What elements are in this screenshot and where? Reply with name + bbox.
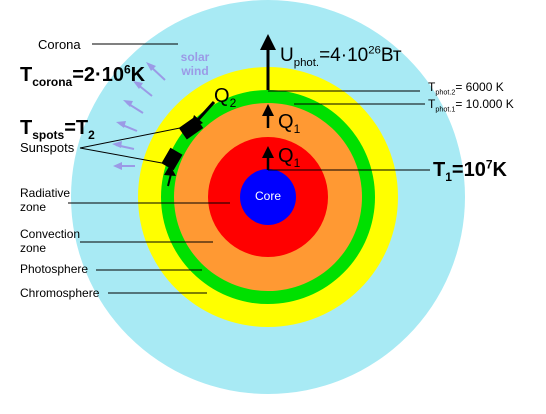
- convection-zone-label: Convection zone: [20, 227, 80, 256]
- wind-arrowhead: [146, 62, 156, 71]
- q2-arrowhead-lower: [164, 165, 176, 176]
- radiative-zone-label: Radiative zone: [20, 186, 70, 215]
- q1-lower-label: Q1: [278, 145, 301, 170]
- radiative-line2: zone: [20, 200, 47, 215]
- leader-lines: [68, 43, 430, 294]
- wind-arrowhead: [112, 141, 122, 148]
- wind-arrowhead: [133, 81, 143, 89]
- u-phot-arrowhead: [260, 34, 276, 50]
- q1-lower-arrowhead: [262, 146, 274, 158]
- t-phot2-label: Tphot.2= 6000 K: [428, 80, 504, 97]
- core-label: Core: [255, 189, 282, 203]
- chromosphere-label: Chromosphere: [20, 286, 100, 300]
- sunspots-leader-2: [79, 147, 163, 164]
- solar-wind-label: solar wind: [170, 50, 220, 78]
- t-corona-label: Tcorona=2·106K: [20, 62, 146, 89]
- convection-line1: Convection: [20, 227, 81, 241]
- convection-line2: zone: [20, 241, 47, 256]
- solar-wind-line2: wind: [181, 64, 209, 78]
- solar-wind-line1: solar: [180, 50, 210, 64]
- u-phot-label: Uphot.=4·1026Вт: [280, 44, 402, 69]
- sunspots-label: Sunspots: [20, 140, 75, 155]
- q2-arrowhead: [190, 115, 203, 129]
- core-layer: [240, 169, 296, 225]
- solar-wind-arrowheads: [112, 62, 156, 170]
- t1-label: T1=107K: [433, 157, 507, 184]
- wind-arrowhead: [123, 100, 133, 107]
- q2-label: Q2: [214, 85, 237, 110]
- sunspot: [161, 147, 183, 171]
- wind-arrowhead: [116, 121, 126, 128]
- photosphere-label: Photosphere: [20, 262, 89, 276]
- q1-upper-arrowhead: [262, 104, 274, 116]
- t-phot1-label: Tphot.1= 10.000 K: [428, 97, 514, 114]
- sunspots-leader-1: [79, 127, 181, 149]
- q2-arrow: [194, 100, 216, 124]
- t-spots-label: Tspots=T2: [20, 117, 95, 142]
- wind-arrowhead: [113, 162, 122, 170]
- radiative-line1: Radiative: [20, 186, 71, 200]
- q1-upper-label: Q1: [278, 111, 301, 136]
- corona-label: Corona: [38, 37, 81, 52]
